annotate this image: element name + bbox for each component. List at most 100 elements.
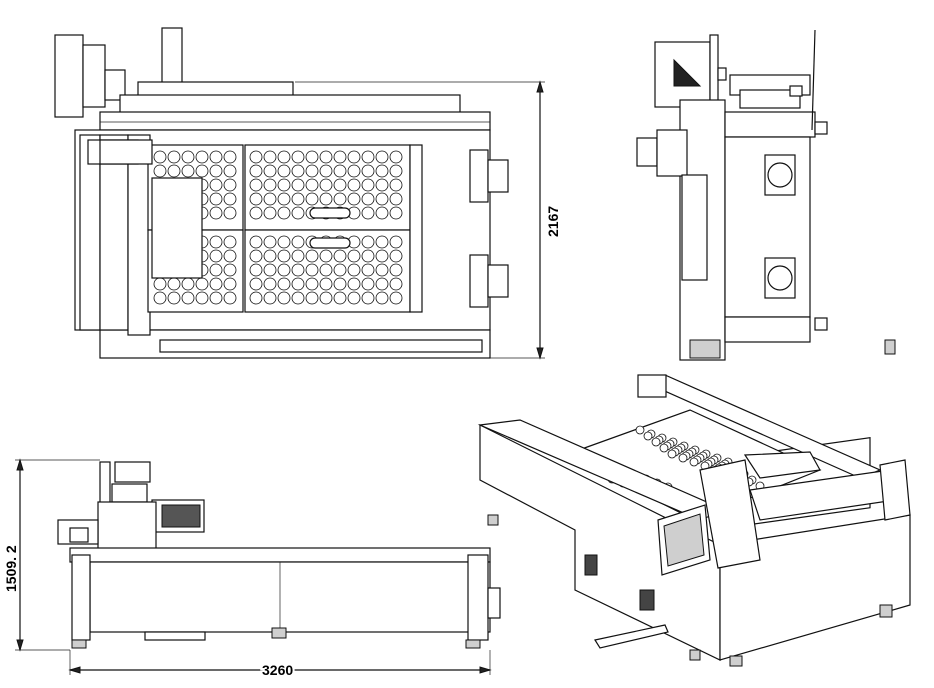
vacuum-cup xyxy=(333,291,347,305)
vacuum-cup xyxy=(249,192,263,206)
vacuum-cup xyxy=(291,291,305,305)
vacuum-cup xyxy=(277,192,291,206)
vacuum-cup xyxy=(361,249,375,263)
vacuum-cup xyxy=(153,291,167,305)
vacuum-cup xyxy=(153,164,167,178)
vacuum-cup xyxy=(305,263,319,277)
vacuum-cup xyxy=(305,277,319,291)
vacuum-cup xyxy=(223,192,237,206)
top-view: 2167 xyxy=(54,27,561,360)
vacuum-cup xyxy=(209,150,223,164)
vacuum-cup xyxy=(291,164,305,178)
vacuum-cup xyxy=(375,178,389,192)
vacuum-cup xyxy=(263,206,277,220)
vacuum-cup xyxy=(195,277,209,291)
vacuum-cup xyxy=(291,263,305,277)
vacuum-cup xyxy=(291,178,305,192)
vacuum-cup xyxy=(361,164,375,178)
vacuum-cup xyxy=(375,263,389,277)
vacuum-cup xyxy=(667,449,677,459)
vacuum-cup xyxy=(223,206,237,220)
vacuum-cup xyxy=(195,291,209,305)
vacuum-cup xyxy=(209,277,223,291)
vacuum-cup xyxy=(375,235,389,249)
vacuum-cup xyxy=(375,291,389,305)
vacuum-cup xyxy=(223,235,237,249)
dimension-length-front: 3260 xyxy=(262,662,293,678)
vacuum-cup xyxy=(181,150,195,164)
end-view xyxy=(636,29,896,361)
vacuum-cup xyxy=(277,150,291,164)
vacuum-cup xyxy=(209,192,223,206)
vacuum-cup xyxy=(167,277,181,291)
vacuum-cup xyxy=(361,178,375,192)
vacuum-cup xyxy=(361,277,375,291)
vacuum-cup xyxy=(678,453,688,463)
vacuum-cup xyxy=(291,150,305,164)
vacuum-cup xyxy=(223,164,237,178)
vacuum-cup xyxy=(277,206,291,220)
vacuum-cup xyxy=(291,235,305,249)
vacuum-cup xyxy=(347,178,361,192)
vacuum-cup xyxy=(223,263,237,277)
vacuum-cup xyxy=(347,291,361,305)
vacuum-cup xyxy=(223,178,237,192)
vacuum-cup xyxy=(389,178,403,192)
vacuum-cup xyxy=(263,277,277,291)
vacuum-cup xyxy=(319,277,333,291)
vacuum-cup xyxy=(209,249,223,263)
vacuum-cup xyxy=(249,263,263,277)
vacuum-cup xyxy=(389,277,403,291)
vacuum-cup xyxy=(263,150,277,164)
vacuum-cup xyxy=(347,277,361,291)
vacuum-cup xyxy=(181,164,195,178)
vacuum-cup xyxy=(223,249,237,263)
vacuum-cup xyxy=(195,150,209,164)
vacuum-cup xyxy=(333,164,347,178)
vacuum-cup xyxy=(305,249,319,263)
vacuum-cup xyxy=(319,178,333,192)
vacuum-cup xyxy=(319,263,333,277)
vacuum-cup xyxy=(249,150,263,164)
vacuum-cup xyxy=(659,443,669,453)
vacuum-cup xyxy=(361,192,375,206)
vacuum-cup xyxy=(277,235,291,249)
dimension-height-top: 2167 xyxy=(545,206,561,237)
vacuum-cup xyxy=(361,263,375,277)
vacuum-cup xyxy=(361,150,375,164)
vacuum-cup xyxy=(277,291,291,305)
vacuum-cup xyxy=(291,206,305,220)
vacuum-cup xyxy=(209,206,223,220)
vacuum-cup xyxy=(361,291,375,305)
vacuum-cup xyxy=(277,178,291,192)
vacuum-cup xyxy=(277,164,291,178)
vacuum-cup xyxy=(249,178,263,192)
vacuum-cup xyxy=(375,150,389,164)
vacuum-cup xyxy=(291,277,305,291)
vacuum-cup xyxy=(375,206,389,220)
vacuum-cup xyxy=(167,150,181,164)
vacuum-cup xyxy=(333,277,347,291)
vacuum-cup xyxy=(223,150,237,164)
vacuum-cup xyxy=(361,206,375,220)
vacuum-cup xyxy=(347,192,361,206)
vacuum-cup xyxy=(153,150,167,164)
vacuum-cup xyxy=(181,277,195,291)
vacuum-cup xyxy=(319,249,333,263)
vacuum-cup xyxy=(389,192,403,206)
vacuum-cup xyxy=(361,235,375,249)
vacuum-cup xyxy=(333,178,347,192)
vacuum-cup xyxy=(375,164,389,178)
vacuum-cup xyxy=(263,178,277,192)
vacuum-cup xyxy=(389,263,403,277)
vacuum-cup xyxy=(249,164,263,178)
vacuum-cup xyxy=(643,431,653,441)
vacuum-cup xyxy=(249,277,263,291)
isometric-view xyxy=(477,374,911,667)
vacuum-cup xyxy=(305,192,319,206)
vacuum-cup xyxy=(153,277,167,291)
vacuum-cup xyxy=(651,437,661,447)
vacuum-cup xyxy=(209,235,223,249)
vacuum-cup xyxy=(167,164,181,178)
vacuum-cup xyxy=(277,277,291,291)
